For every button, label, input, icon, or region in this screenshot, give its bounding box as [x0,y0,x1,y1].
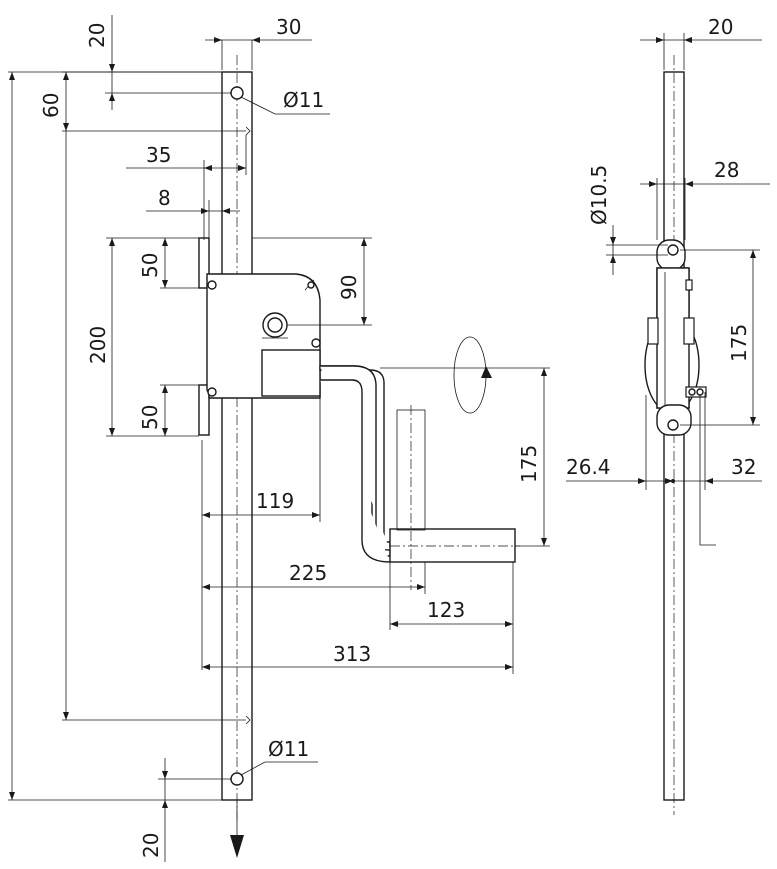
bolt-lower-left [207,387,217,397]
down-arrow-icon [230,800,244,858]
dim-bottom-offset: 20 [139,833,163,858]
dim-side-bar-width: 20 [708,15,733,39]
dim-313: 313 [333,642,371,666]
side-lower-pin [667,419,679,431]
dim-35: 35 [146,143,171,167]
dim-bracket-upper: 50 [138,253,162,278]
handle-grip [389,528,516,563]
dim-top-offset: 20 [85,23,109,48]
dim-side-pin-diameter: Ø10.5 [587,165,611,225]
dim-side-28: 28 [714,158,739,182]
side-view: 20 Ø10.5 28 175 26.4 32 [566,15,770,815]
dim-bar-width: 30 [276,15,301,39]
dim-8: 8 [158,186,171,210]
dim-hole-bottom: Ø11 [268,737,309,761]
dim-90: 90 [337,275,361,300]
dim-119: 119 [256,489,294,513]
shaft-bush-inner [267,317,283,333]
lower-bracket [198,384,210,436]
front-view: 30 20 Ø11 60 35 [8,15,550,862]
dim-bracket-lower: 50 [138,405,162,430]
dim-side-26-4: 26.4 [566,455,611,479]
bolt-upper-left [207,280,217,290]
dim-225: 225 [289,561,327,585]
dim-side-32: 32 [731,455,756,479]
side-upper-pin [667,244,679,256]
dim-side-175: 175 [727,324,751,362]
dim-crank-height: 175 [517,445,541,483]
dim-123: 123 [427,598,465,622]
dim-hole-top: Ø11 [283,88,324,112]
bolt-right [311,338,321,348]
dim-top-to-notch: 60 [39,93,63,118]
dim-bracket-span: 200 [86,326,110,364]
rotation-icon [453,336,492,414]
input-tube [261,349,321,397]
